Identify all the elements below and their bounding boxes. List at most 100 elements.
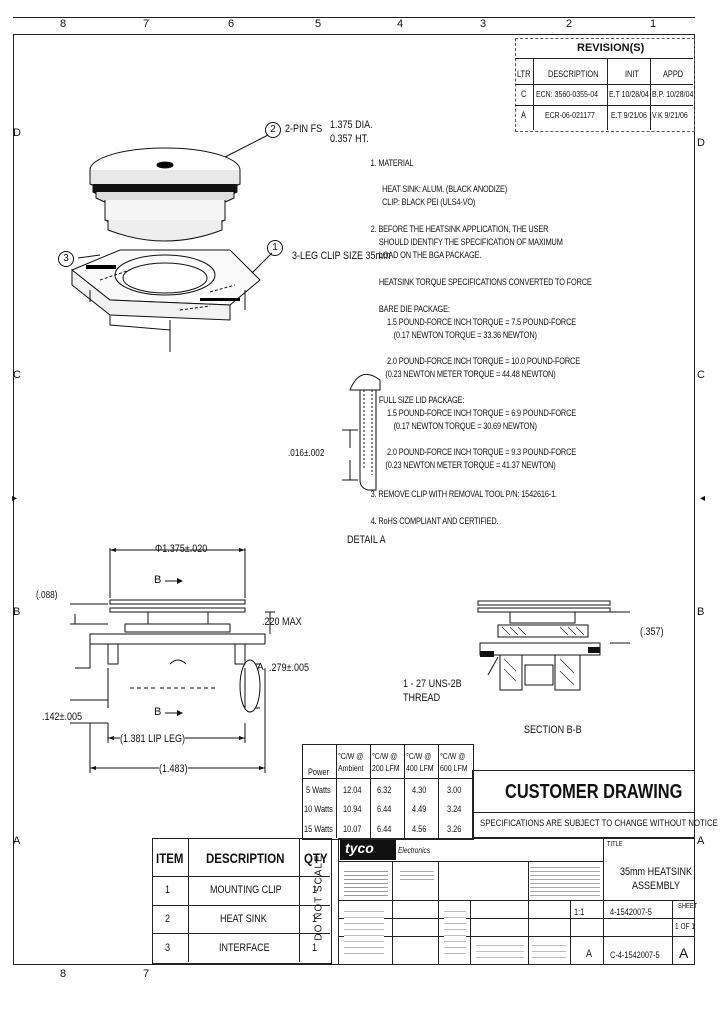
revision-letter: A xyxy=(679,945,689,961)
revision-rule xyxy=(533,58,534,130)
revision-row-appd: B.P. 10/28/04 xyxy=(652,89,694,99)
detail-ref-a: A xyxy=(257,662,264,673)
revision-rule xyxy=(650,58,651,130)
zone-line-top xyxy=(13,17,695,18)
center-mark-left: ▸ xyxy=(12,493,18,504)
zone-left-B: B xyxy=(13,606,21,618)
revision-rule xyxy=(515,58,693,59)
drawing-number: C-4-1542007-5 xyxy=(610,950,660,960)
note-line: (0.23 NEWTON METER TORQUE = 44.48 NEWTON… xyxy=(385,369,556,379)
zone-top-4: 4 xyxy=(397,18,404,30)
dim-357: (.357) xyxy=(640,626,664,638)
zone-top-2: 2 xyxy=(566,18,573,30)
note-line: 3. REMOVE CLIP WITH REMOVAL TOOL P/N: 15… xyxy=(370,489,557,499)
bom-row-desc: MOUNTING CLIP xyxy=(210,884,282,896)
detail-a-drawing xyxy=(342,373,381,491)
bom-rule xyxy=(152,933,330,934)
callout-2: 2 xyxy=(265,122,281,138)
note-line: SHOULD IDENTIFY THE SPECIFICATION OF MAX… xyxy=(378,237,563,247)
note-line: BARE DIE PACKAGE: xyxy=(378,304,450,314)
thermal-table xyxy=(302,744,474,840)
center-mark-right: ◂ xyxy=(700,493,706,504)
revision-row-desc: ECN: 3560-0355-04 xyxy=(536,89,598,99)
dim-142: .142±.005 xyxy=(42,711,83,723)
revision-row-init: E.T 10/28/04 xyxy=(609,89,649,99)
part-number: 4-1542007-5 xyxy=(610,907,652,917)
bom-row-qty: 1 xyxy=(312,913,318,925)
customer-drawing-box xyxy=(472,770,695,838)
thermal-cell: 4.49 xyxy=(412,804,427,814)
title-block xyxy=(338,838,695,965)
title-rule xyxy=(438,862,439,965)
note-line: 1. MATERIAL xyxy=(370,158,414,168)
detail-label: DETAIL A xyxy=(347,534,386,546)
note-line: 2.0 POUND-FORCE INCH TORQUE = 10.0 POUND… xyxy=(387,356,580,366)
fine-print xyxy=(476,940,524,958)
section-label: SECTION B-B xyxy=(524,724,582,736)
customer-drawing-subtitle: SPECIFICATIONS ARE SUBJECT TO CHANGE WIT… xyxy=(480,818,718,829)
dim-diameter: Φ1.375±.020 xyxy=(155,543,208,555)
customer-rule xyxy=(472,812,695,813)
revision-block xyxy=(515,38,695,132)
callout-1-text: 3-LEG CLIP SIZE 35mm xyxy=(292,250,391,262)
callout-2-text: 2-PIN FS xyxy=(285,123,323,135)
revision-rule xyxy=(607,58,608,130)
thermal-cell: 6.44 xyxy=(377,804,392,814)
thermal-cell: 10.07 xyxy=(343,824,362,834)
zone-top-1: 1 xyxy=(650,18,657,30)
title-rule xyxy=(470,900,471,965)
note-line: (0.17 NEWTON TORQUE = 33.36 NEWTON) xyxy=(393,330,537,340)
zone-top-3: 3 xyxy=(480,18,487,30)
tyco-logo-bg xyxy=(340,840,396,860)
callout-2-ht: 0.357 HT. xyxy=(330,133,369,145)
title-label: TITLE xyxy=(607,841,623,848)
note-line: (0.23 NEWTON METER TORQUE = 41.37 NEWTON… xyxy=(385,460,556,470)
thermal-cell: 10 Watts xyxy=(304,804,333,814)
callout-3: 3 xyxy=(58,251,74,267)
tyco-logo: tyco xyxy=(345,840,374,856)
sheet-value: 1 OF 1 xyxy=(675,922,696,931)
sheet-label: SHEET xyxy=(678,903,698,910)
revision-row-appd: V.K 9/21/06 xyxy=(652,110,688,120)
dim-220: .220 MAX xyxy=(262,616,302,628)
thermal-cell: 6.44 xyxy=(377,824,392,834)
title-rule xyxy=(338,936,695,937)
thermal-cell: 12.04 xyxy=(343,785,362,795)
fine-print xyxy=(444,906,466,958)
callout-2-dia: 1.375 DIA. xyxy=(330,119,373,131)
note-line: 1.5 POUND-FORCE INCH TORQUE = 7.5 POUND-… xyxy=(387,317,577,327)
revision-rule xyxy=(515,105,693,106)
bom-table xyxy=(152,838,332,964)
bom-row-item: 3 xyxy=(165,942,171,954)
dim-1381: (1.381 LIP LEG) xyxy=(120,733,186,745)
revision-row-ltr: A xyxy=(521,110,526,120)
isometric-assembly xyxy=(71,134,273,352)
size-value: A xyxy=(586,948,593,960)
do-not-scale-text: DO NOT SCALE xyxy=(313,854,325,941)
note-line: 2.0 POUND-FORCE INCH TORQUE = 9.3 POUND-… xyxy=(387,447,577,457)
revision-header-init: INIT xyxy=(625,69,639,79)
thread-label: THREAD xyxy=(403,692,441,704)
fine-print xyxy=(344,906,384,958)
title-rule xyxy=(392,862,393,965)
fine-print xyxy=(532,940,566,958)
zone-bottom-7: 7 xyxy=(143,968,150,980)
note-line: (0.17 NEWTON TORQUE = 30.69 NEWTON) xyxy=(393,421,537,431)
note-line: 1.5 POUND-FORCE INCH TORQUE = 6.9 POUND-… xyxy=(387,408,577,418)
thermal-cell: 5 Watts xyxy=(306,785,331,795)
bom-row-qty: 1 xyxy=(312,942,318,954)
bom-rule xyxy=(152,876,330,877)
bom-row-item: 1 xyxy=(165,884,171,896)
title-line-2: ASSEMBLY xyxy=(632,880,680,892)
fine-print xyxy=(530,864,600,896)
bom-row-desc: INTERFACE xyxy=(219,942,270,954)
detail-dim: .016±.002 xyxy=(288,448,325,459)
thermal-cell: 3.00 xyxy=(447,785,462,795)
note-line: CLIP: BLACK PEI (ULS4-VO) xyxy=(382,197,476,207)
zone-top-6: 6 xyxy=(228,18,235,30)
note-line: 4. RoHS COMPLIANT AND CERTIFIED. xyxy=(370,516,499,526)
revision-row-desc: ECR-06-021177 xyxy=(545,110,595,120)
dim-088: (.088) xyxy=(36,590,58,601)
revision-row-ltr: C xyxy=(521,89,527,99)
